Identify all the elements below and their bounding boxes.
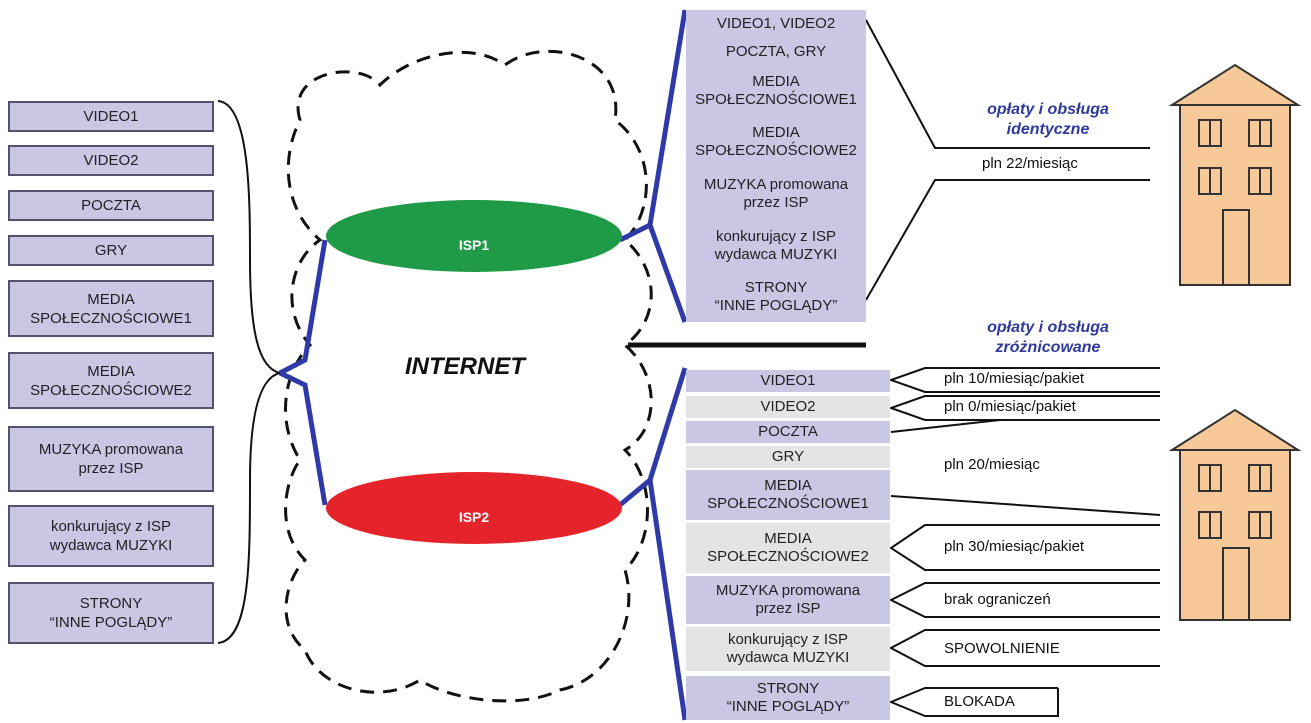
isp2-fees-title: opłaty i obsługa zróżnicowane [987,319,1109,356]
left-service-media1: MEDIA SPOŁECZNOŚCIOWE1 [8,280,214,337]
link-isp1-services-b [647,224,688,323]
isp2-fee-video1: pln 10/miesiąc/pakiet [944,370,1085,387]
isp2-fee-wydawca: SPOWOLNIENIE [944,640,1060,657]
isp2-service-poczta: POCZTA [686,421,890,443]
left-service-wydawca: konkurujący z ISP wydawca MUZYKI [8,505,214,567]
isp2-service-video1: VIDEO1 [686,370,890,392]
isp2-service-strony: STRONY “INNE POGLĄDY” [686,676,890,720]
isp2-name: ISP2 [458,509,490,525]
left-service-video1: VIDEO1 [8,101,214,132]
isp2-service-video2: VIDEO2 [686,396,890,418]
isp1-label: ISP1 OPERATOR NEUTRALNY [360,218,588,308]
isp2-fee-muzyka: brak ograniczeń [944,591,1051,608]
left-service-poczta: POCZTA [8,190,214,221]
isp1-service-muzyka: MUZYKA promowana przez ISP [686,168,866,220]
isp1-service-wydawca: konkurujący z ISP wydawca MUZYKI [686,220,866,272]
left-service-video2: VIDEO2 [8,145,214,176]
left-service-media2: MEDIA SPOŁECZNOŚCIOWE2 [8,352,214,409]
left-service-strony: STRONY “INNE POGLĄDY” [8,582,214,644]
isp2-service-media2: MEDIA SPOŁECZNOŚCIOWE2 [686,523,890,573]
isp1-service-poczta-gry: POCZTA, GRY [686,38,866,66]
left-service-gry: GRY [8,235,214,266]
isp2-service-wydawca: konkurujący z ISP wydawca MUZYKI [686,627,890,671]
isp2-ellipse [326,472,622,544]
isp2-type: OPERATOR NIENEUTRALNY [378,545,570,561]
isp1-service-strony: STRONY “INNE POGLĄDY” [686,272,866,322]
internet-label: INTERNET [405,353,525,380]
isp1-ellipse [326,200,622,272]
link-users-isp [278,239,328,376]
isp1-service-video: VIDEO1, VIDEO2 [686,10,866,38]
isp1-type: OPERATOR NEUTRALNY [389,273,559,289]
isp1-fee: pln 22/miesiąc [982,155,1078,172]
isp1-service-media2: MEDIA SPOŁECZNOŚCIOWE2 [686,116,866,168]
isp1-service-media1: MEDIA SPOŁECZNOŚCIOWE1 [686,66,866,116]
isp1-fee-connector [865,19,1150,149]
isp2-fee-basic: pln 20/miesiąc [944,456,1040,473]
isp2-fee-strony: BLOKADA [944,693,1015,710]
left-service-muzyka: MUZYKA promowana przez ISP [8,426,214,492]
isp2-service-media1: MEDIA SPOŁECZNOŚCIOWE1 [686,470,890,520]
left-brace [217,100,281,644]
isp2-fee-video2: pln 0/miesiąc/pakiet [944,398,1076,415]
link-isp2-services-b [647,479,688,721]
link-users-isp2 [278,370,328,506]
house-1 [1168,63,1302,286]
isp2-fee-media2: pln 30/miesiąc/pakiet [944,538,1085,555]
isp1-fee-connector-b [865,179,1150,301]
link-isp1-services [618,9,688,243]
isp1-name: ISP1 [458,237,490,253]
isp2-label: ISP2 OPERATOR NIENEUTRALNY [360,490,588,580]
isp2-service-gry: GRY [686,446,890,468]
isp1-fees-title: opłaty i obsługa identyczne [987,101,1109,138]
house-2 [1168,408,1302,621]
isp2-service-muzyka: MUZYKA promowana przez ISP [686,576,890,624]
internet-cloud [284,49,653,703]
